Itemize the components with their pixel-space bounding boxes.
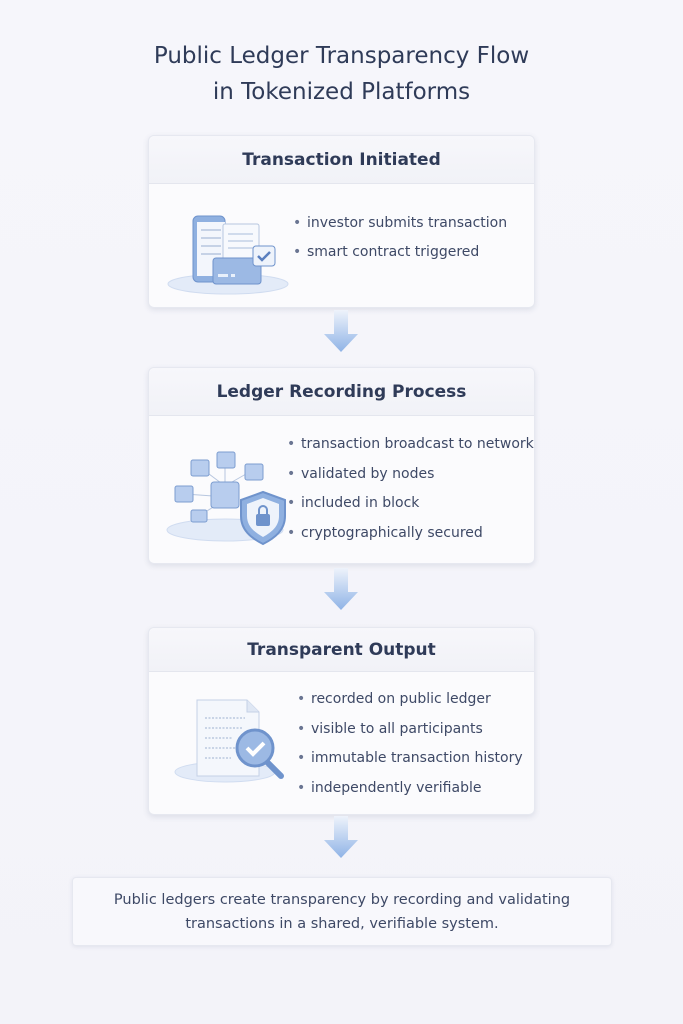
step-card-ledger-recording: Ledger Recording Process transaction bro… bbox=[148, 367, 535, 564]
bullet-item: independently verifiable bbox=[297, 774, 523, 804]
arrow-down-icon bbox=[324, 816, 358, 858]
bullet-item: transaction broadcast to network bbox=[287, 430, 534, 460]
step-title: Ledger Recording Process bbox=[149, 368, 534, 416]
bullet-item: included in block bbox=[287, 489, 534, 519]
document-card-check-icon bbox=[167, 215, 289, 295]
step-title: Transparent Output bbox=[149, 628, 534, 672]
blockchain-shield-lock-icon bbox=[166, 451, 286, 546]
arrow-down-icon bbox=[324, 310, 358, 352]
arrow-down-icon bbox=[324, 568, 358, 610]
step-card-transaction-initiated: Transaction Initiated investor submits t… bbox=[148, 135, 535, 308]
page-title: Public Ledger Transparency Flow in Token… bbox=[0, 38, 683, 110]
bullet-item: immutable transaction history bbox=[297, 744, 523, 774]
title-line-2: in Tokenized Platforms bbox=[212, 79, 471, 105]
title-line-1: Public Ledger Transparency Flow bbox=[153, 43, 530, 69]
bullet-item: visible to all participants bbox=[297, 715, 523, 745]
bullet-item: cryptographically secured bbox=[287, 519, 534, 549]
bullet-item: smart contract triggered bbox=[293, 238, 507, 267]
bullet-item: validated by nodes bbox=[287, 460, 534, 490]
document-magnifier-check-icon bbox=[174, 699, 284, 783]
summary-box: Public ledgers create transparency by re… bbox=[72, 877, 612, 946]
bullet-item: recorded on public ledger bbox=[297, 685, 523, 715]
summary-line-1: Public ledgers create transparency by re… bbox=[113, 892, 571, 908]
step-title: Transaction Initiated bbox=[149, 136, 534, 184]
summary-line-2: transactions in a shared, verifiable sys… bbox=[185, 916, 499, 932]
bullet-item: investor submits transaction bbox=[293, 209, 507, 238]
step-card-transparent-output: Transparent Output recorded on public le… bbox=[148, 627, 535, 815]
